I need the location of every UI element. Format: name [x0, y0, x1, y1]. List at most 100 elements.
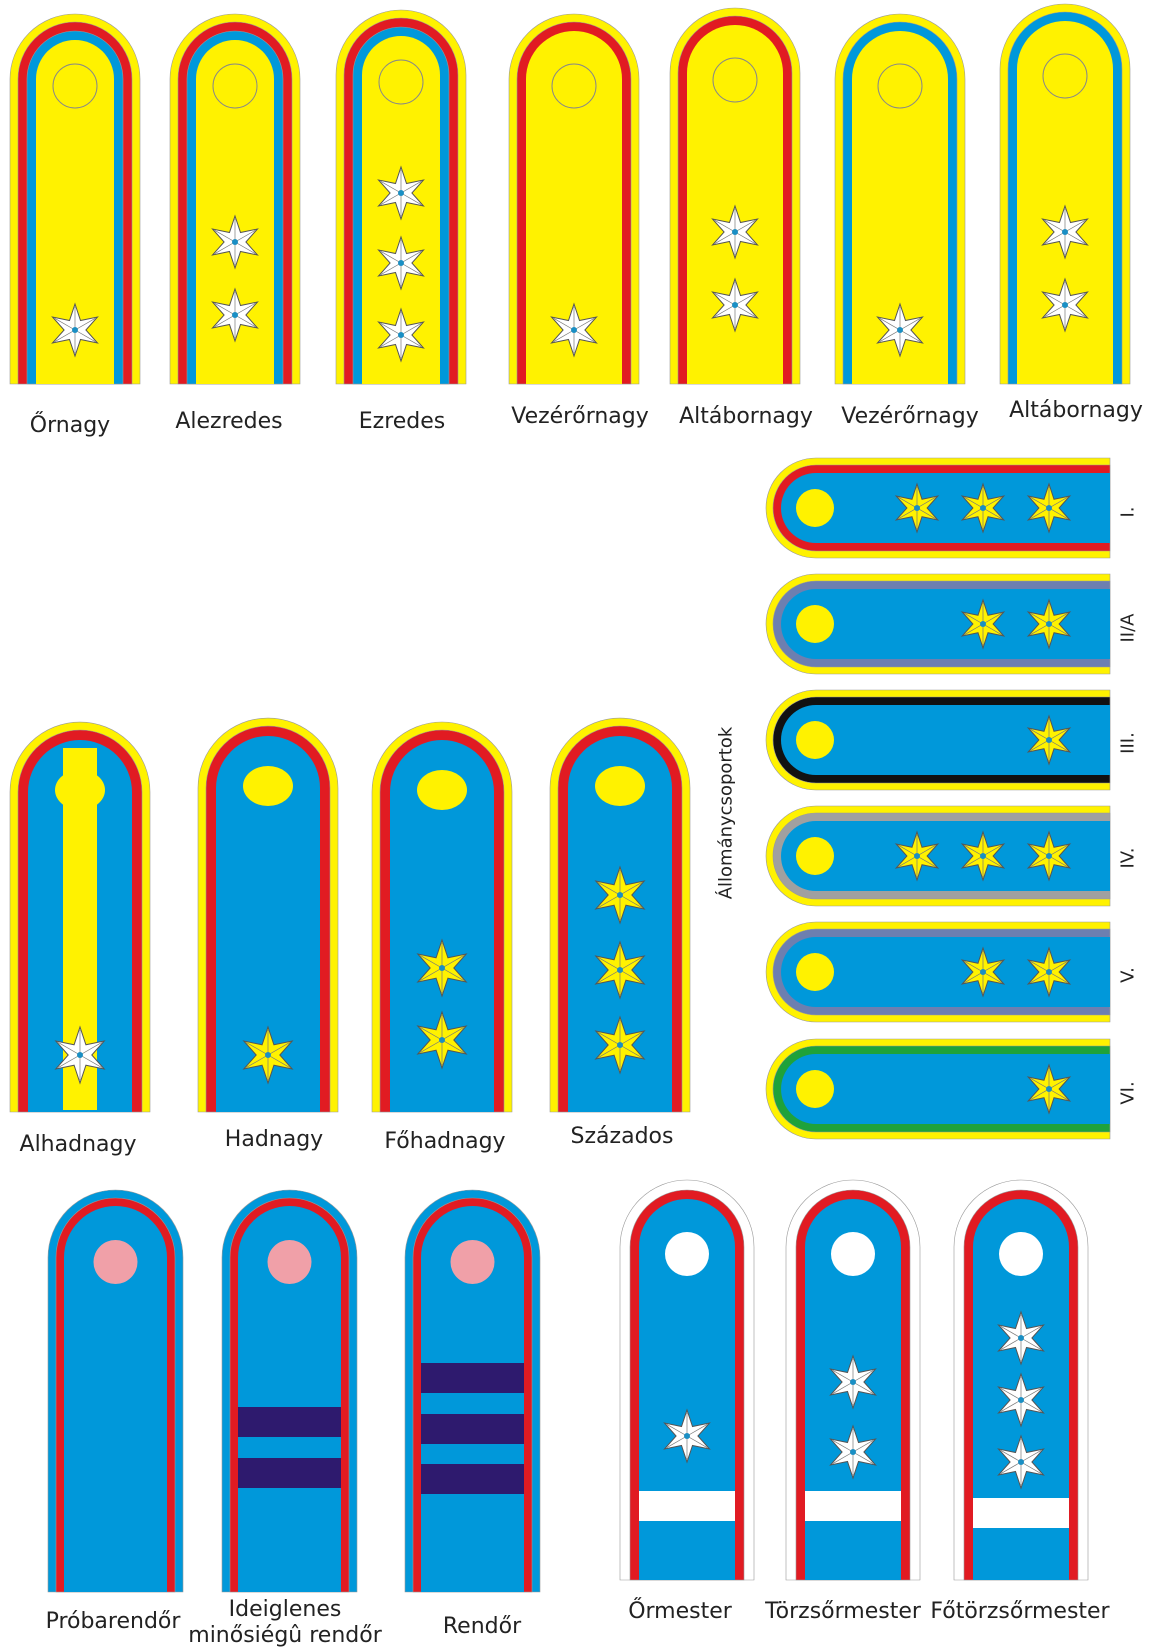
rank-label: Ideiglenes [229, 1598, 342, 1622]
star-center [1062, 302, 1068, 308]
rank-label: Alezredes [175, 410, 282, 434]
star-center [980, 853, 986, 859]
rank-label: Ezredes [359, 410, 446, 434]
staff-group-label: IV. [1118, 847, 1139, 868]
general-epaulette [170, 14, 300, 384]
rank-bar [238, 1458, 341, 1488]
staff-groups-title: Állománycsoportok [716, 727, 737, 900]
star-center [398, 260, 404, 266]
general-epaulette [336, 10, 466, 384]
star-center [732, 302, 738, 308]
general-epaulette [835, 14, 965, 384]
nco-epaulette [786, 1180, 920, 1580]
button [451, 1240, 495, 1284]
button [796, 953, 834, 991]
officer-epaulette [10, 722, 150, 1112]
button [55, 770, 105, 810]
rank-label: Őrmester [628, 1600, 732, 1624]
star-center [1046, 737, 1052, 743]
general-epaulette [670, 8, 800, 384]
general-epaulette [1000, 4, 1130, 384]
general-epaulette [509, 14, 639, 384]
rank-label: Százados [571, 1125, 674, 1149]
rank-label: minősiégû rendőr [188, 1624, 381, 1648]
button [796, 605, 834, 643]
button [796, 837, 834, 875]
star-center [617, 1042, 623, 1048]
rank-label: Őrnagy [30, 414, 110, 438]
star-center [232, 239, 238, 245]
rank-label: Rendőr [443, 1615, 521, 1639]
button [665, 1232, 709, 1276]
button [243, 766, 293, 806]
star-center [571, 327, 577, 333]
rank-label: Altábornagy [679, 405, 813, 429]
staff-group-epaulette [766, 1039, 1110, 1139]
button [94, 1240, 138, 1284]
star-center [1062, 229, 1068, 235]
staff-group-label: VI. [1118, 1081, 1139, 1104]
star-center [914, 853, 920, 859]
star-center [897, 327, 903, 333]
star-center [439, 965, 445, 971]
button [417, 770, 467, 810]
star-center [980, 621, 986, 627]
nco-epaulette [954, 1180, 1088, 1580]
rank-bar [973, 1498, 1069, 1528]
rank-label: Főhadnagy [384, 1130, 505, 1154]
star-center [77, 1052, 83, 1058]
star-center [684, 1433, 690, 1439]
rank-bar [639, 1491, 735, 1521]
star-center [850, 1379, 856, 1385]
star-center [265, 1052, 271, 1058]
rank-label: Vezérőrnagy [841, 405, 979, 429]
button [268, 1240, 312, 1284]
rank-label: Altábornagy [1009, 399, 1143, 423]
police-epaulette [405, 1190, 540, 1592]
star-center [1018, 1459, 1024, 1465]
star-center [439, 1037, 445, 1043]
police-epaulette [48, 1190, 183, 1592]
star-center [1046, 969, 1052, 975]
staff-group-epaulette [766, 922, 1110, 1022]
star-center [72, 327, 78, 333]
rank-label: Hadnagy [225, 1128, 323, 1152]
rank-label: Vezérőrnagy [511, 405, 649, 429]
staff-group-label: I. [1118, 506, 1139, 517]
star-center [617, 967, 623, 973]
star-center [980, 505, 986, 511]
staff-group-label: V. [1118, 967, 1139, 983]
button [796, 721, 834, 759]
star-center [914, 505, 920, 511]
officer-epaulette [372, 722, 512, 1112]
rank-bar [805, 1491, 901, 1521]
rank-label: Törzsőrmester [765, 1600, 921, 1624]
button [595, 766, 645, 806]
rank-bar [421, 1363, 524, 1393]
star-center [617, 892, 623, 898]
general-epaulette [10, 14, 140, 384]
rank-bar [421, 1414, 524, 1444]
rank-bar [421, 1464, 524, 1494]
police-epaulette [222, 1190, 357, 1592]
button [796, 1070, 834, 1108]
star-center [1046, 621, 1052, 627]
star-center [398, 190, 404, 196]
star-center [232, 312, 238, 318]
star-center [1046, 1086, 1052, 1092]
star-center [980, 969, 986, 975]
staff-group-label: II/A [1118, 614, 1139, 643]
staff-group-epaulette [766, 458, 1110, 558]
rank-label: Próbarendőr [46, 1610, 181, 1634]
nco-epaulette [620, 1180, 754, 1580]
staff-group-epaulette [766, 806, 1110, 906]
button [999, 1232, 1043, 1276]
button [796, 489, 834, 527]
officer-epaulette [550, 718, 690, 1112]
star-center [1018, 1397, 1024, 1403]
staff-group-epaulette [766, 690, 1110, 790]
rank-bar [238, 1407, 341, 1437]
star-center [1018, 1335, 1024, 1341]
star-center [850, 1449, 856, 1455]
